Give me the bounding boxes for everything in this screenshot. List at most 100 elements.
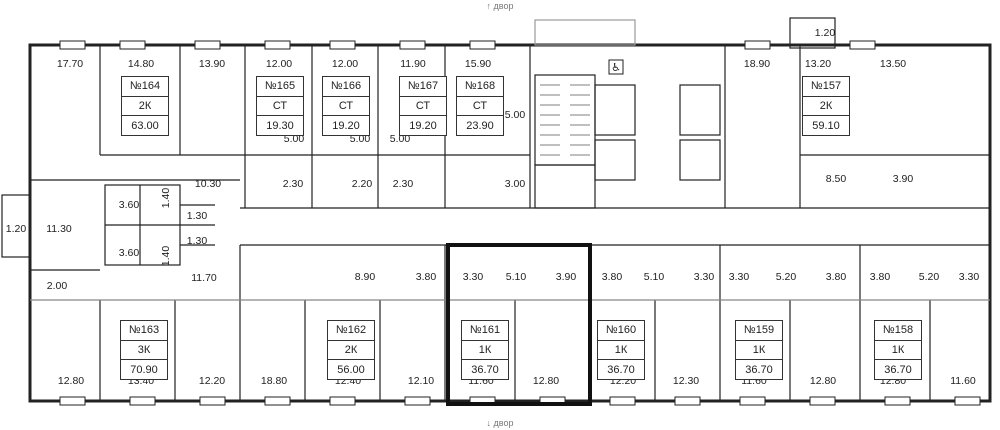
apartment-area: 19.30 <box>266 119 294 132</box>
window <box>199 396 226 406</box>
apartment-161[interactable]: №161 1К 36.70 <box>461 320 509 380</box>
room-area: 1.20 <box>814 27 836 39</box>
room-area: 5.00 <box>349 133 371 145</box>
window <box>849 40 876 50</box>
room-area: 11.60 <box>950 375 976 387</box>
window <box>809 396 836 406</box>
room-area: 1.30 <box>186 210 208 222</box>
apartment-number: №162 <box>328 321 374 341</box>
room-area: 2.30 <box>282 178 304 190</box>
room-area: 1.40 <box>160 187 172 209</box>
apartment-number: №168 <box>457 77 503 97</box>
apartment-area: 19.20 <box>409 119 437 132</box>
room-area: 3.60 <box>118 247 140 259</box>
room-area: 3.30 <box>462 271 484 283</box>
room-area: 5.00 <box>389 133 411 145</box>
apartment-type: 1К <box>462 341 508 361</box>
room-area: 3.90 <box>892 173 914 185</box>
apartment-type: СТ <box>257 97 303 117</box>
entrance-canopy <box>534 19 636 46</box>
apartment-159[interactable]: №159 1К 36.70 <box>735 320 783 380</box>
room-area: 5.20 <box>918 271 940 283</box>
compass-bottom: ↓ двор <box>486 418 514 428</box>
room-area: 11.90 <box>400 58 426 70</box>
window <box>59 40 86 50</box>
room-area: 11.70 <box>191 272 217 284</box>
elevator <box>594 84 636 136</box>
apartment-166[interactable]: №166 СТ 19.20 <box>322 76 370 136</box>
room-area: 2.30 <box>392 178 414 190</box>
window <box>884 396 911 406</box>
room-area: 18.80 <box>260 375 288 387</box>
window <box>674 396 701 406</box>
room-area: 11.30 <box>46 223 72 235</box>
apartment-area: 36.70 <box>607 363 635 376</box>
apartment-area: 23.90 <box>466 119 494 132</box>
room-area: 3.80 <box>601 271 623 283</box>
apartment-163[interactable]: №163 3К 70.90 <box>120 320 168 380</box>
staircase <box>534 74 596 166</box>
room-area: 3.30 <box>728 271 750 283</box>
room-area: 3.80 <box>825 271 847 283</box>
room-area: 5.00 <box>283 133 305 145</box>
elevator <box>594 139 636 181</box>
compass-top: ↑ двор <box>486 1 514 11</box>
left-balcony <box>1 194 31 258</box>
apartment-168[interactable]: №168 СТ 23.90 <box>456 76 504 136</box>
room-area: 13.20 <box>804 58 832 70</box>
window <box>329 40 356 50</box>
room-area: 8.50 <box>825 173 847 185</box>
window <box>194 40 221 50</box>
apartment-type: СТ <box>323 97 369 117</box>
svg-text:♿: ♿ <box>611 61 621 74</box>
room-area: 1.30 <box>186 235 208 247</box>
window <box>129 396 156 406</box>
room-area: 12.00 <box>265 58 293 70</box>
apartment-160[interactable]: №160 1К 36.70 <box>597 320 645 380</box>
stair-landing <box>534 164 596 209</box>
window <box>739 396 766 406</box>
apartment-number: №158 <box>875 321 921 341</box>
apartment-type: СТ <box>400 97 446 117</box>
room-area: 12.30 <box>672 375 700 387</box>
room-area: 10.30 <box>194 178 222 190</box>
room-area: 5.20 <box>775 271 797 283</box>
apartment-type: СТ <box>457 97 503 117</box>
window <box>469 40 496 50</box>
selected-apartment-outline[interactable] <box>446 243 592 406</box>
room-area: 2.00 <box>46 280 68 292</box>
window <box>264 40 291 50</box>
room-area: 1.20 <box>5 223 27 235</box>
apartment-164[interactable]: №164 2К 63.00 <box>121 76 169 136</box>
room-area: 8.90 <box>354 271 376 283</box>
room-area: 3.00 <box>504 178 526 190</box>
apartment-number: №167 <box>400 77 446 97</box>
room-area: 3.30 <box>958 271 980 283</box>
apartment-area: 36.70 <box>471 363 499 376</box>
apartment-area: 59.10 <box>812 119 840 132</box>
apartment-167[interactable]: №167 СТ 19.20 <box>399 76 447 136</box>
room-area: 1.40 <box>160 245 172 267</box>
room-area: 17.70 <box>56 58 84 70</box>
elevator <box>679 84 721 136</box>
room-area: 5.10 <box>643 271 665 283</box>
apartment-158[interactable]: №158 1К 36.70 <box>874 320 922 380</box>
room-area: 13.90 <box>198 58 226 70</box>
apartment-165[interactable]: №165 СТ 19.30 <box>256 76 304 136</box>
apartment-157[interactable]: №157 2К 59.10 <box>802 76 850 136</box>
elevator <box>679 139 721 181</box>
top-balcony <box>789 17 836 49</box>
room-area: 12.10 <box>407 375 435 387</box>
apartment-type: 1К <box>875 341 921 361</box>
room-area: 5.00 <box>504 109 526 121</box>
apartment-type: 1К <box>736 341 782 361</box>
apartment-area: 36.70 <box>884 363 912 376</box>
apartment-162[interactable]: №162 2К 56.00 <box>327 320 375 380</box>
apartment-number: №161 <box>462 321 508 341</box>
room-area: 3.80 <box>415 271 437 283</box>
apartment-area: 56.00 <box>337 363 365 376</box>
apartment-number: №165 <box>257 77 303 97</box>
room-area: 12.80 <box>809 375 837 387</box>
apartment-number: №164 <box>122 77 168 97</box>
